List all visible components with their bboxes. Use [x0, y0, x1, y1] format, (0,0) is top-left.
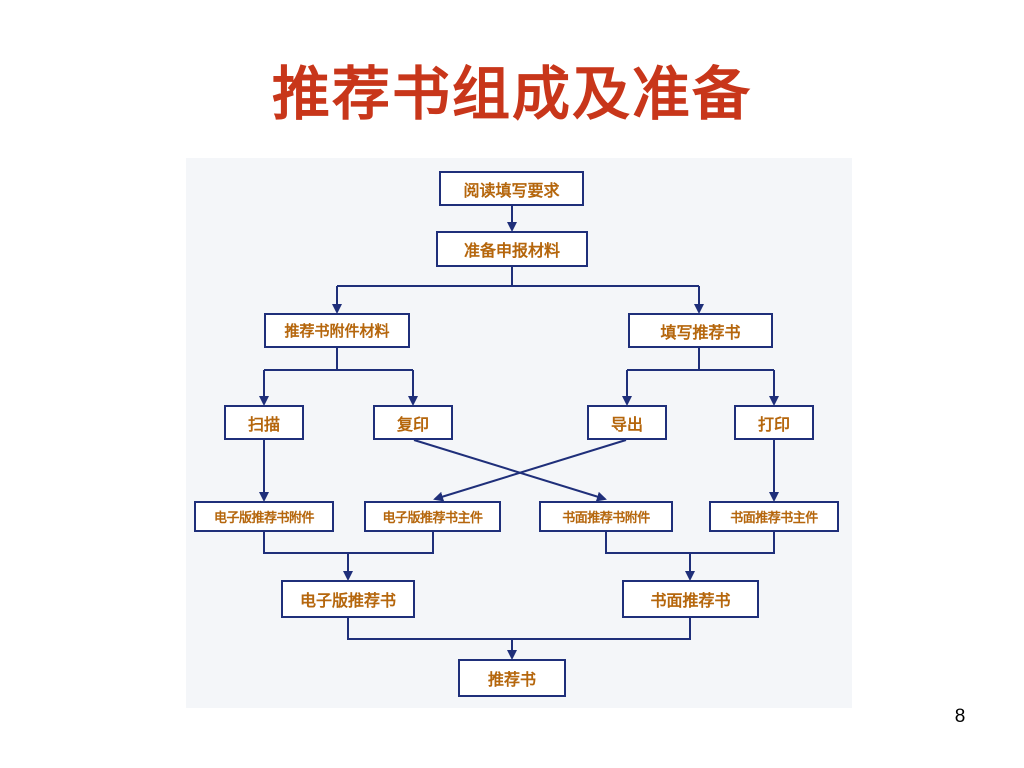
flowchart-connectors [259, 205, 779, 660]
node-paper-recommendation: 书面推荐书 [622, 580, 759, 618]
arrow-copy-to-paper-attachment [413, 439, 607, 502]
node-paper-main: 书面推荐书主件 [709, 501, 839, 532]
page-number: 8 [954, 706, 966, 727]
node-electronic-main: 电子版推荐书主件 [364, 501, 501, 532]
node-electronic-attachment: 电子版推荐书附件 [194, 501, 334, 532]
node-scan: 扫描 [224, 405, 304, 440]
node-recommendation: 推荐书 [458, 659, 566, 697]
node-read-fill-requirements: 阅读填写要求 [439, 171, 584, 206]
connector-merge-paper [605, 531, 775, 554]
node-prepare-materials: 准备申报材料 [436, 231, 588, 267]
node-attachment-materials: 推荐书附件材料 [264, 313, 410, 348]
connector-merge-electronic [263, 531, 434, 554]
node-copy: 复印 [373, 405, 453, 440]
flowchart-diagram: 阅读填写要求 准备申报材料 推荐书附件材料 填写推荐书 扫描 复印 导出 打印 … [186, 158, 852, 708]
node-electronic-recommendation: 电子版推荐书 [281, 580, 415, 618]
arrow-export-to-electronic-main [433, 439, 627, 502]
slide-title: 推荐书组成及准备 [271, 60, 752, 128]
node-export: 导出 [587, 405, 667, 440]
connector-merge-final [347, 617, 691, 640]
node-fill-recommendation: 填写推荐书 [628, 313, 773, 348]
node-paper-attachment: 书面推荐书附件 [539, 501, 673, 532]
node-print: 打印 [734, 405, 814, 440]
